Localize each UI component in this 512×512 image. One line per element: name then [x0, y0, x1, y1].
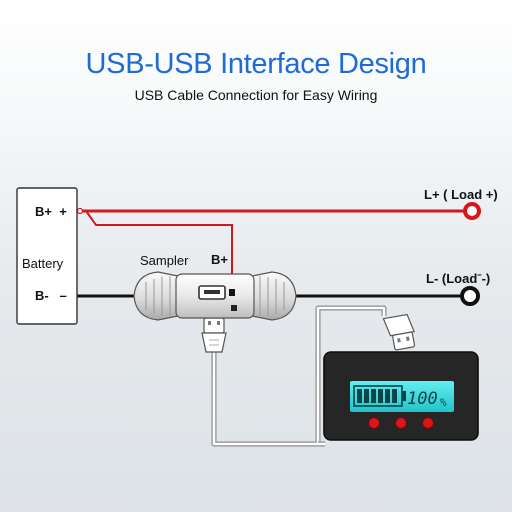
display-button-middle[interactable]: [395, 417, 407, 429]
ring-terminal-icon: [460, 286, 480, 306]
battery-label: Battery: [22, 256, 64, 271]
battery-box: [16, 187, 78, 325]
ring-terminal-icon: [463, 202, 481, 220]
page-subtitle: USB Cable Connection for Easy Wiring: [134, 87, 378, 103]
page-title: USB-USB Interface Design: [85, 48, 427, 80]
usb-plug-icon: [382, 313, 416, 351]
sampler-device: [133, 271, 297, 321]
negative-wire: [70, 286, 480, 306]
display-module: 100 %: [323, 351, 479, 441]
positive-wire: [76, 202, 481, 290]
sampler-b-plus-label: B+: [211, 252, 228, 267]
load-positive-label: L+ ( Load +): [424, 187, 498, 202]
usb-plug-icon: [201, 317, 227, 353]
battery-positive-label: B+ +: [35, 204, 67, 219]
battery-negative-label: B- –: [35, 288, 67, 303]
lcd-reading: 100: [407, 389, 438, 409]
battery-level-icon: [353, 385, 406, 407]
usb-cable: [211, 305, 387, 447]
sampler-label: Sampler: [140, 253, 189, 268]
load-negative-label: L- (Loadˉ-): [426, 271, 490, 286]
display-button-right[interactable]: [422, 417, 434, 429]
display-button-left[interactable]: [368, 417, 380, 429]
lcd-unit: %: [440, 396, 447, 409]
